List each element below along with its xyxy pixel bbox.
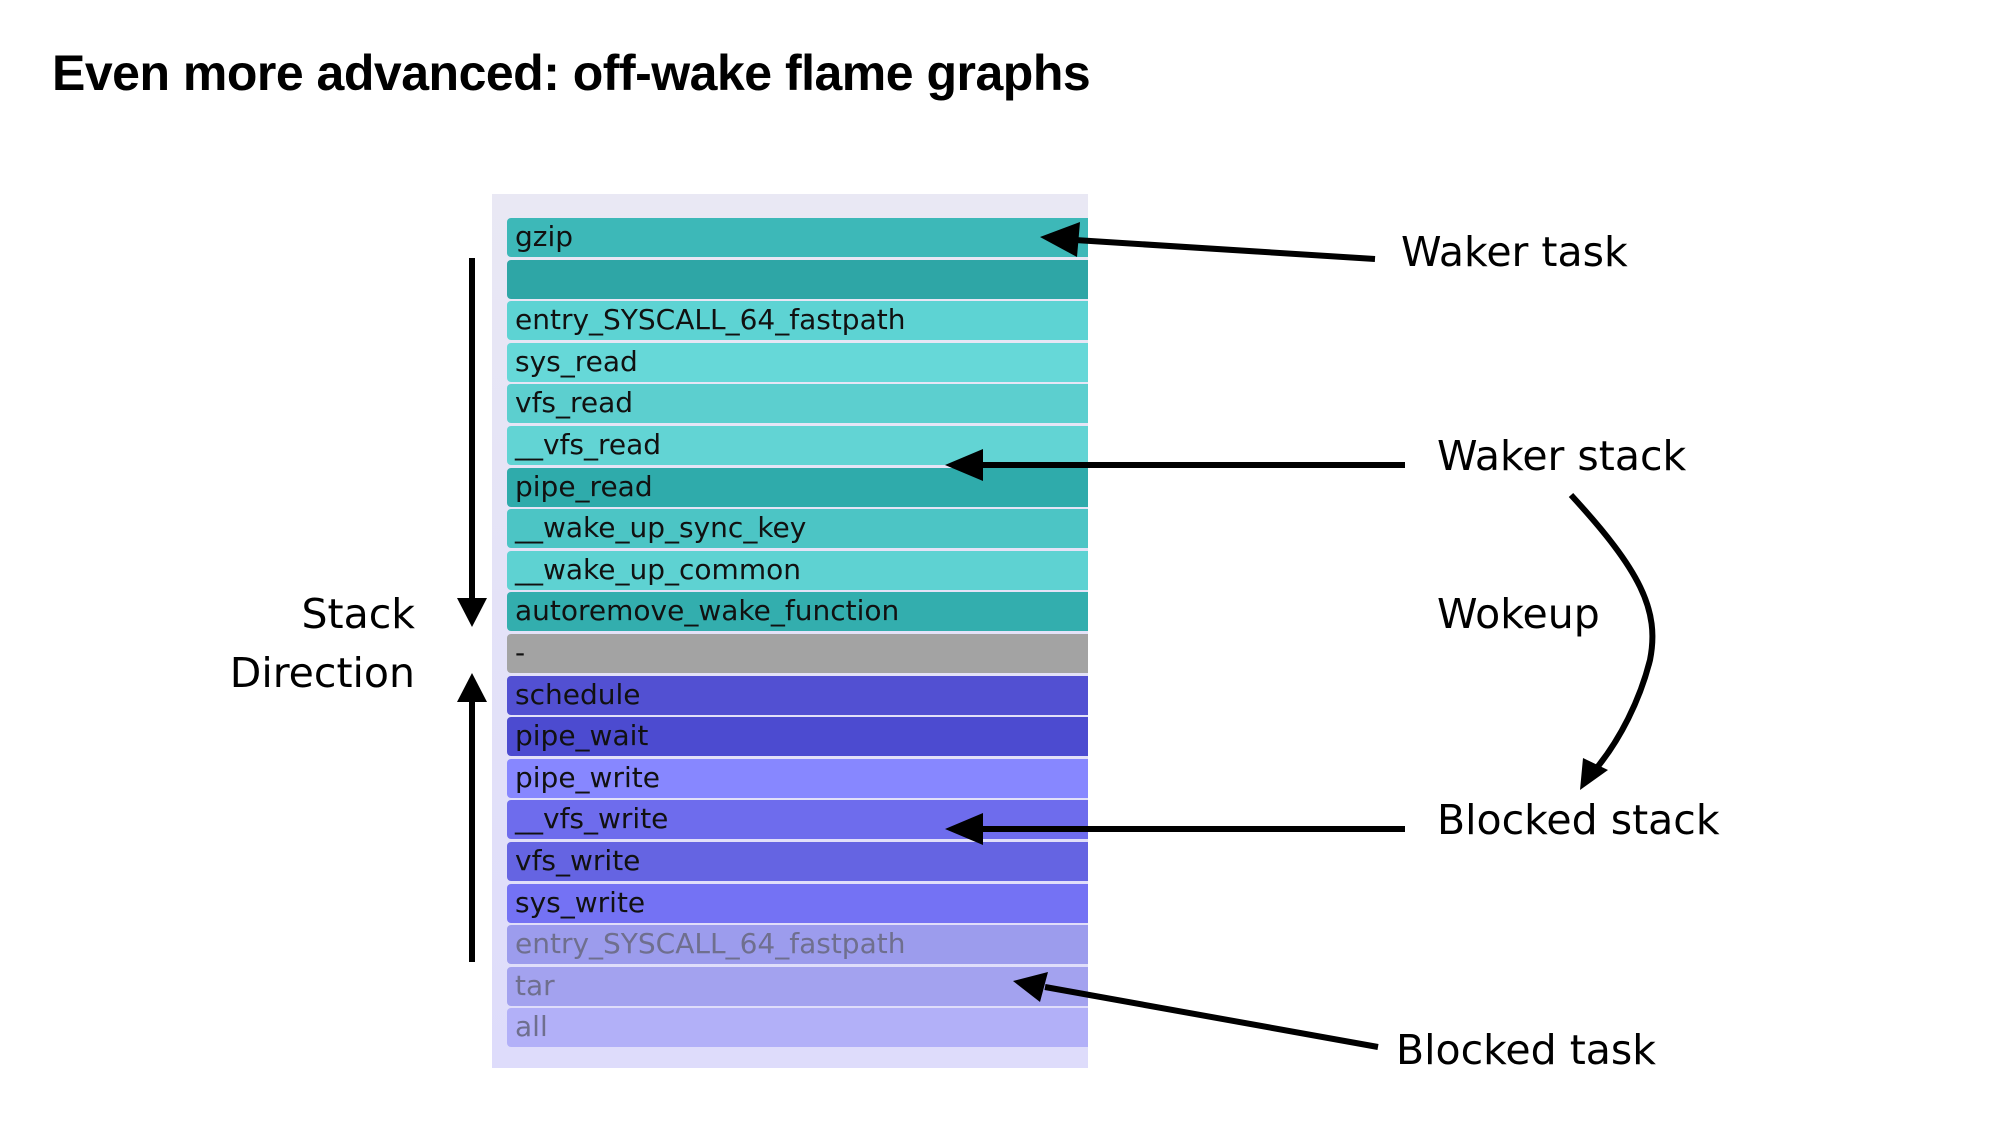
- blocked-stack-label: Blocked stack: [1437, 796, 1720, 844]
- blocked-task-label: Blocked task: [1396, 1026, 1657, 1074]
- waker-task-label: Waker task: [1401, 228, 1628, 276]
- flame-frame[interactable]: tar: [507, 966, 1088, 1006]
- flame-frame[interactable]: pipe_wait: [507, 717, 1088, 757]
- waker-task-arrow-icon: [1040, 222, 1376, 262]
- stack-direction-up-arrow-icon: [457, 673, 487, 962]
- waker-stack-label: Waker stack: [1437, 432, 1687, 480]
- flame-frame[interactable]: vfs_read: [507, 384, 1088, 424]
- flame-frame[interactable]: gzip: [507, 218, 1088, 257]
- flame-frame[interactable]: __wake_up_common: [507, 550, 1088, 590]
- flame-frame[interactable]: -: [507, 634, 1088, 673]
- stack-direction-label-line1: Stack: [301, 590, 415, 638]
- wokeup-curved-arrow-icon: [1568, 492, 1656, 790]
- flame-frame[interactable]: vfs_write: [507, 842, 1088, 881]
- flame-frame[interactable]: entry_SYSCALL_64_fastpath: [507, 301, 1088, 341]
- stack-direction-label-line2: Direction: [229, 649, 415, 697]
- flame-frame[interactable]: sys_write: [507, 883, 1088, 923]
- flame-frame[interactable]: schedule: [507, 675, 1088, 715]
- flame-frame[interactable]: sys_read: [507, 342, 1088, 382]
- flame-frame[interactable]: [507, 259, 1088, 299]
- slide-title: Even more advanced: off-wake flame graph…: [52, 45, 1091, 101]
- flame-frame[interactable]: pipe_read: [507, 467, 1088, 507]
- wokeup-label: Wokeup: [1437, 590, 1600, 638]
- flame-frame[interactable]: pipe_write: [507, 758, 1088, 798]
- stack-direction-down-arrow-icon: [457, 258, 487, 627]
- flame-frame[interactable]: __vfs_read: [507, 426, 1088, 465]
- flame-frame[interactable]: autoremove_wake_function: [507, 592, 1088, 632]
- flame-frame[interactable]: all: [507, 1008, 1088, 1048]
- flame-frame[interactable]: entry_SYSCALL_64_fastpath: [507, 925, 1088, 965]
- flame-frame[interactable]: __vfs_write: [507, 800, 1088, 840]
- flame-frame[interactable]: __wake_up_sync_key: [507, 509, 1088, 549]
